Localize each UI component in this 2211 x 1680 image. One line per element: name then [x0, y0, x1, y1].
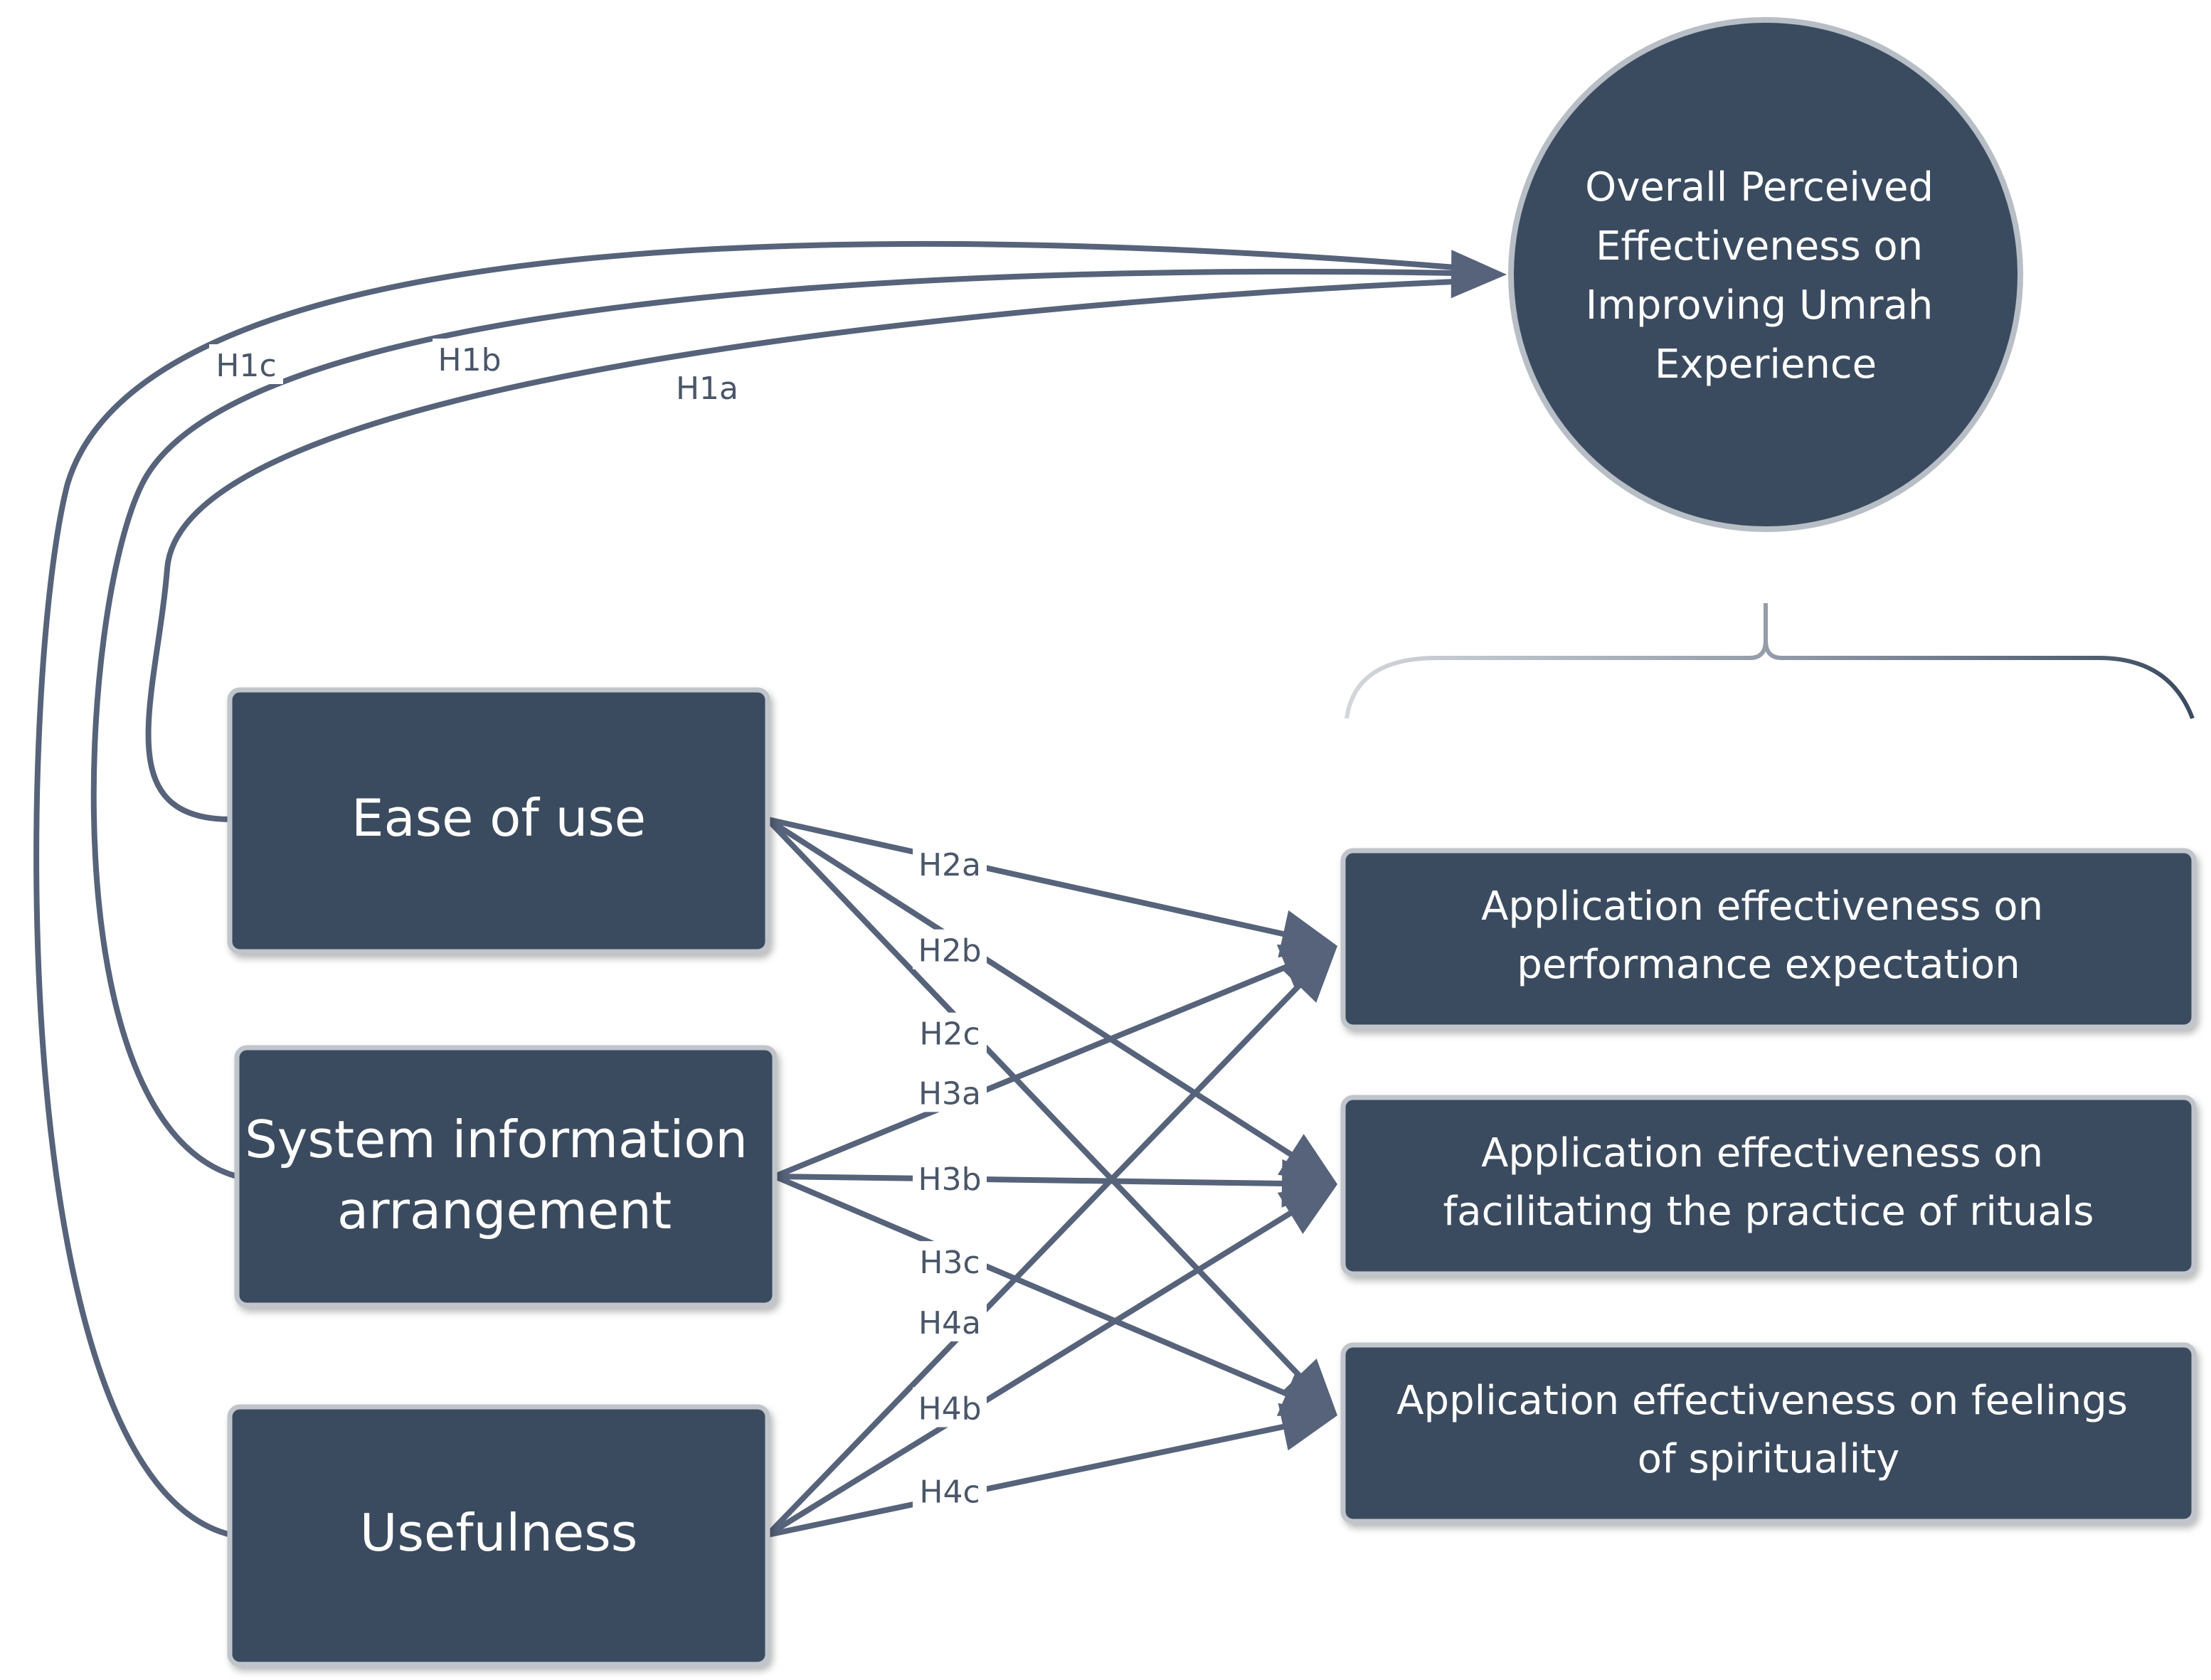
hypothesis-label-background	[670, 367, 744, 407]
hypothesis-label: H3b	[918, 1161, 981, 1198]
hypothesis-label: H1c	[216, 348, 276, 384]
dimension-hypothesis-arrow	[773, 958, 1303, 1179]
dimension-arrowhead	[1276, 1371, 1337, 1416]
outcome-label-line: Effectiveness on	[1596, 223, 1923, 270]
predictor-label-system-information: arrangement	[337, 1181, 672, 1240]
hypothesis-label: H1b	[438, 342, 501, 378]
hypothesis-label-background	[913, 1240, 987, 1281]
dimension-feelings-of-spirituality	[1340, 1342, 2197, 1524]
svg-text:Usefulness: Usefulness	[360, 1503, 637, 1563]
hypothesis-arrows	[33, 240, 1507, 1538]
hypothesis-label: H4c	[919, 1474, 980, 1511]
hypothesis-label-background	[913, 844, 987, 884]
hypothesis-label-background	[913, 1157, 987, 1198]
dimension-hypothesis-arrow	[767, 817, 1300, 940]
hypothesis-label: H3c	[919, 1245, 980, 1281]
outcome-label-line: Experience	[1655, 341, 1877, 388]
dimension-box	[1340, 1342, 2197, 1524]
hypothesis-label-background	[433, 339, 507, 378]
hypothesis-label-background	[913, 1012, 987, 1053]
dimension-box	[1340, 848, 2197, 1030]
dimension-arrowhead	[1281, 946, 1337, 1003]
dimension-facilitating-rituals	[1340, 1095, 2197, 1277]
dimension-label-rituals: facilitating the practice of rituals	[1443, 1189, 2094, 1235]
dimension-hypothesis-arrow	[767, 1420, 1300, 1538]
outcome-arrowhead	[1451, 250, 1507, 299]
svg-text:Ease of use: Ease of use	[351, 788, 646, 848]
hypothesis-label: H2a	[918, 847, 981, 883]
dimension-hypothesis-arrow	[765, 972, 1313, 1537]
dimension-label-performance: performance expectation	[1517, 942, 2020, 988]
dimension-hypothesis-arrow	[774, 1174, 1299, 1187]
dimension-group-brace	[1345, 603, 2195, 720]
predictor-box	[227, 687, 770, 955]
dimension-performance-expectation	[1340, 848, 2197, 1030]
hypothesis-label-background	[209, 344, 283, 384]
predictor-usefulness	[227, 1404, 770, 1667]
predictor-system-information-arrangement	[234, 1045, 778, 1308]
dimension-box	[1340, 1095, 2197, 1277]
predictor-box	[234, 1045, 778, 1308]
hypothesis-label: H4a	[918, 1305, 981, 1341]
svg-text:System information arran: System information arrangement	[245, 1110, 764, 1240]
hypothesis-label-background	[913, 929, 987, 969]
dimension-arrowhead	[1278, 1403, 1337, 1451]
constructs: Overall Perceived Effectiveness on Impro…	[227, 17, 2197, 1667]
outcome-hypothesis-arrow	[145, 279, 1456, 822]
hypothesis-label-background	[913, 1387, 987, 1428]
dimension-hypothesis-arrow	[765, 1202, 1306, 1538]
dimension-label-rituals: Application effectiveness on	[1481, 1130, 2043, 1176]
hypothesis-label: H1a	[676, 371, 738, 407]
predictor-label-usefulness: Usefulness	[360, 1503, 637, 1563]
outcome-label-line: Overall Perceived	[1585, 164, 1934, 211]
hypothesis-label-background	[913, 1072, 987, 1112]
svg-text:Overall Perceived Effe: Overall Perceived Effectiveness on Impro…	[1585, 164, 1946, 388]
hypothesis-label: H2b	[918, 933, 981, 969]
hypothesis-label: H2c	[919, 1016, 980, 1053]
dimension-arrowhead	[1277, 1184, 1337, 1234]
dimension-hypothesis-arrow	[765, 817, 1313, 1390]
outcome-hypothesis-arrow	[90, 268, 1456, 1179]
predictor-ease-of-use	[227, 687, 770, 955]
hypothesis-label-background	[913, 1301, 987, 1341]
hypothesis-label: H3a	[918, 1075, 981, 1112]
predictor-label-ease-of-use: Ease of use	[351, 788, 646, 848]
svg-text:Application effectiveness on: Application effectiveness on feelings of…	[1396, 1378, 2141, 1482]
dimension-label-spirituality: of spirituality	[1638, 1436, 1900, 1482]
hypothesis-label: H4b	[918, 1391, 981, 1428]
outcome-circle	[1508, 17, 2023, 532]
outcome-construct: Overall Perceived Effectiveness on Impro…	[1508, 17, 2023, 532]
svg-text:Application effectiveness on: Application effectiveness on facilitatin…	[1443, 1130, 2094, 1235]
predictor-label-system-information: System information	[245, 1110, 748, 1169]
svg-text:Application effectiveness on: Application effectiveness on performance…	[1481, 883, 2056, 988]
dimension-hypothesis-arrow	[773, 1174, 1303, 1403]
outcome-label-line: Improving Umrah	[1586, 282, 1934, 329]
predictor-box	[227, 1404, 770, 1667]
hypothesis-label-background	[913, 1470, 987, 1511]
dimension-label-performance: Application effectiveness on	[1481, 883, 2043, 930]
dimension-label-spirituality: Application effectiveness on feelings	[1396, 1378, 2128, 1424]
dimension-hypothesis-arrow	[765, 817, 1306, 1166]
outcome-hypothesis-arrow	[33, 240, 1456, 1538]
